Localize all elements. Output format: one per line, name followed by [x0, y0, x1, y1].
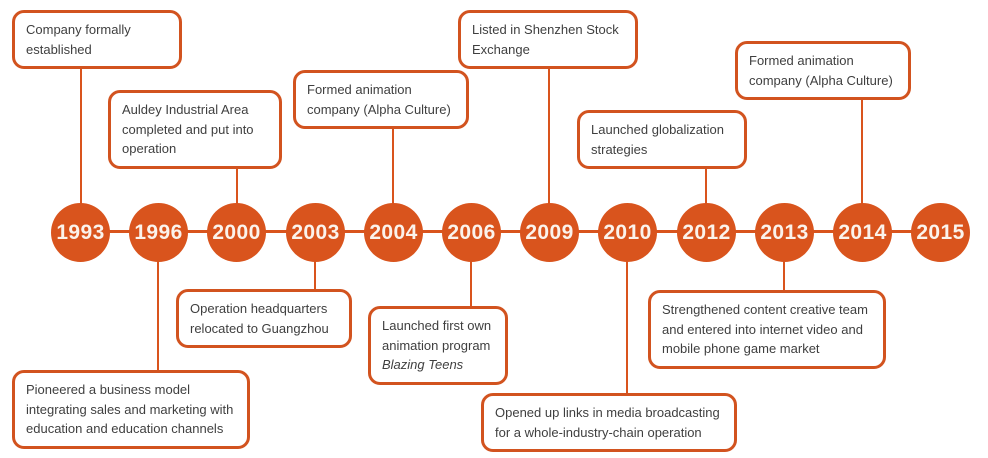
event-text: Strengthened content creative team and e…: [662, 302, 868, 356]
event-text: Opened up links in media broadcasting fo…: [495, 405, 720, 440]
year-label: 1996: [134, 220, 183, 244]
event-text: Launched first own animation program: [382, 318, 492, 353]
connector-2012: [705, 158, 707, 232]
year-label: 2004: [369, 220, 418, 244]
year-node-2014: 2014: [833, 203, 892, 262]
event-box-2000: Auldey Industrial Area completed and put…: [108, 90, 282, 169]
year-label: 2015: [916, 220, 965, 244]
year-label: 2012: [682, 220, 731, 244]
event-box-2009: Listed in Shenzhen Stock Exchange: [458, 10, 638, 69]
year-node-2013: 2013: [755, 203, 814, 262]
connector-1993: [80, 55, 82, 232]
event-text: Listed in Shenzhen Stock Exchange: [472, 22, 619, 57]
connector-2013: [783, 232, 785, 295]
year-label: 2009: [525, 220, 574, 244]
year-node-1996: 1996: [129, 203, 188, 262]
year-label: 2000: [212, 220, 261, 244]
year-node-2010: 2010: [598, 203, 657, 262]
year-label: 2010: [603, 220, 652, 244]
event-text: Formed animation company (Alpha Culture): [749, 53, 893, 88]
event-box-2014: Formed animation company (Alpha Culture): [735, 41, 911, 100]
event-box-2012: Launched globalization strategies: [577, 110, 747, 169]
year-node-1993: 1993: [51, 203, 110, 262]
event-box-1993: Company formally established: [12, 10, 182, 69]
event-text: Auldey Industrial Area completed and put…: [122, 102, 254, 156]
event-text: Pioneered a business model integrating s…: [26, 382, 234, 436]
event-text: Company formally established: [26, 22, 131, 57]
timeline-axis: [80, 230, 940, 233]
event-text: Formed animation company (Alpha Culture): [307, 82, 451, 117]
year-label: 2013: [760, 220, 809, 244]
connector-2006: [470, 232, 472, 312]
connector-2010: [626, 232, 628, 397]
event-text-italic: Blazing Teens: [382, 357, 464, 372]
connector-1996: [157, 232, 159, 377]
year-node-2003: 2003: [286, 203, 345, 262]
event-box-2006: Launched first own animation program Bla…: [368, 306, 508, 385]
year-label: 1993: [56, 220, 105, 244]
year-node-2015: 2015: [911, 203, 970, 262]
connector-2014: [861, 90, 863, 232]
event-text: Operation headquarters relocated to Guan…: [190, 301, 329, 336]
connector-2004: [392, 120, 394, 232]
year-node-2000: 2000: [207, 203, 266, 262]
connector-2009: [548, 52, 550, 232]
event-box-2004: Formed animation company (Alpha Culture): [293, 70, 469, 129]
year-node-2009: 2009: [520, 203, 579, 262]
connector-2003: [314, 232, 316, 294]
year-label: 2014: [838, 220, 887, 244]
connector-2000: [236, 155, 238, 232]
event-box-2013: Strengthened content creative team and e…: [648, 290, 886, 369]
year-node-2004: 2004: [364, 203, 423, 262]
year-label: 2003: [291, 220, 340, 244]
year-node-2006: 2006: [442, 203, 501, 262]
event-box-2010: Opened up links in media broadcasting fo…: [481, 393, 737, 452]
event-box-2003: Operation headquarters relocated to Guan…: [176, 289, 352, 348]
year-label: 2006: [447, 220, 496, 244]
year-node-2012: 2012: [677, 203, 736, 262]
event-box-1996: Pioneered a business model integrating s…: [12, 370, 250, 449]
event-text: Launched globalization strategies: [591, 122, 724, 157]
